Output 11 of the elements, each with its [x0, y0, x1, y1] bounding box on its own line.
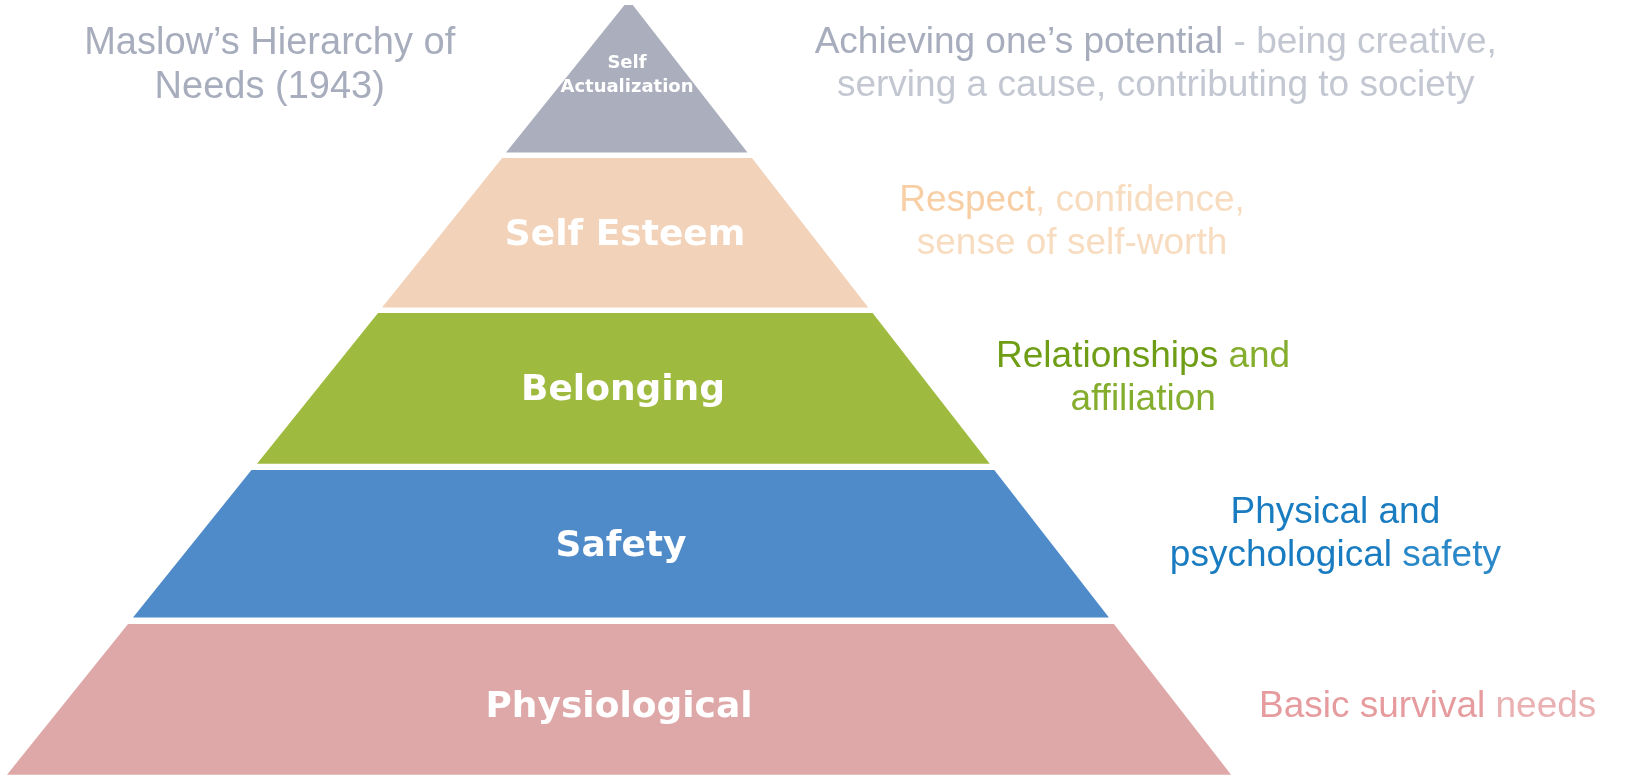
title-text: Maslow’s Hierarchy of Needs (1943)	[83, 18, 457, 108]
tier-label: Self Esteem	[503, 210, 747, 255]
tier-label: Safety	[554, 522, 688, 567]
description-text: Physical and psychological safety	[1168, 488, 1502, 576]
description-text: Basic survival needs	[1259, 682, 1598, 726]
description-text: Achieving one’s potential - being creative, serving a cause, contributing to society	[813, 18, 1498, 106]
description-text: Relationships and affiliation	[995, 332, 1292, 420]
tier-label: Physiological	[484, 682, 754, 727]
tier-label: Belonging	[519, 366, 727, 411]
description-text: Respect, confidence, sense of self-worth	[898, 177, 1246, 264]
tier-label: Self Actualization	[559, 49, 695, 98]
